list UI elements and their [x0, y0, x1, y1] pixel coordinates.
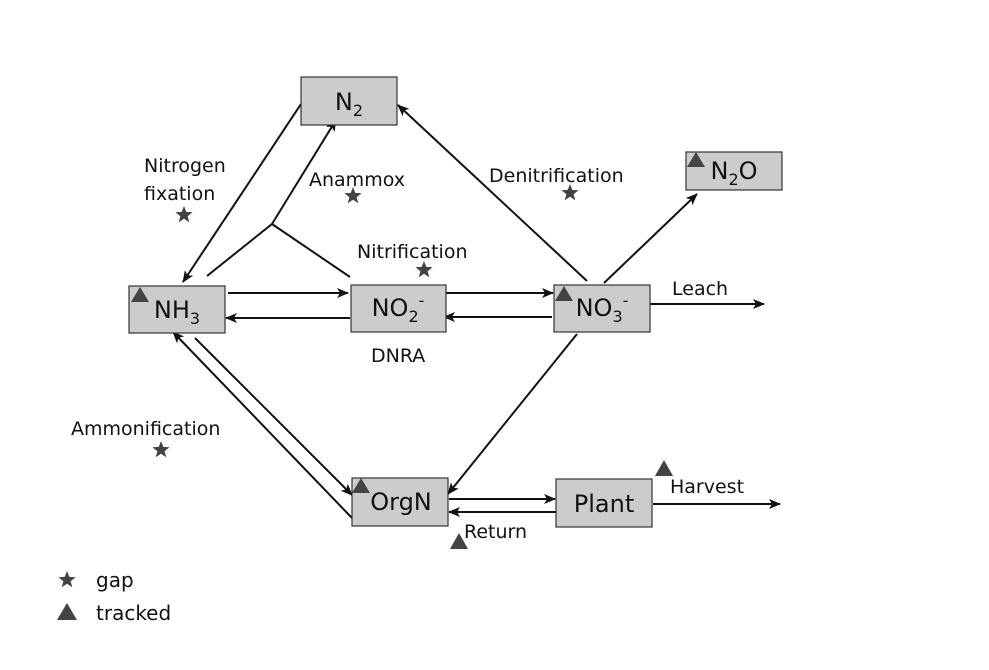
label-nitrogen-fixation-line2: fixation	[144, 183, 215, 205]
arrow-no3-to-n2o	[603, 193, 698, 284]
node-nh3: NH3	[128, 285, 226, 334]
label-anammox: Anammox	[309, 169, 405, 191]
svg-text:OrgN: OrgN	[370, 488, 432, 516]
node-no2: NO2-	[350, 284, 447, 333]
node-n2: N2	[300, 76, 398, 126]
node-no3: NO3-	[553, 284, 651, 333]
line-anammox-from-no2	[271, 223, 351, 278]
svg-text:N2: N2	[335, 88, 363, 120]
star-icon	[175, 206, 193, 223]
legend-tracked-label: tracked	[96, 601, 171, 625]
legend: gap tracked	[57, 568, 171, 625]
triangle-icon	[655, 460, 673, 476]
flow-lines	[172, 103, 781, 519]
triangle-icon	[687, 152, 705, 167]
node-orgn: OrgN	[351, 477, 449, 527]
star-icon	[58, 571, 76, 588]
tracked-markers	[131, 152, 705, 549]
triangle-icon	[131, 287, 149, 302]
triangle-icon	[57, 603, 77, 620]
node-plant: Plant	[555, 478, 653, 528]
label-nitrification: Nitrification	[357, 241, 467, 263]
arrow-n2-to-nh3	[182, 103, 302, 283]
label-return: Return	[464, 521, 527, 543]
svg-text:N2O: N2O	[710, 157, 757, 189]
svg-text:Plant: Plant	[574, 490, 634, 518]
star-icon	[415, 261, 433, 278]
arrow-no3-to-orgn	[447, 333, 578, 495]
triangle-icon	[450, 533, 468, 549]
arrow-orgn-to-nh3	[172, 331, 353, 519]
arrow-anammox-to-n2	[206, 119, 337, 277]
process-labels: Nitrogen fixation Anammox Denitrificatio…	[71, 155, 744, 543]
legend-gap-label: gap	[96, 568, 134, 592]
node-n2o: N2O	[685, 151, 783, 191]
arrow-nh3-to-orgn	[194, 337, 353, 496]
svg-text:NO3-: NO3-	[576, 291, 629, 326]
triangle-icon	[555, 286, 573, 301]
arrow-no3-to-n2	[397, 104, 588, 282]
label-harvest: Harvest	[670, 476, 744, 498]
label-ammonification: Ammonification	[71, 418, 220, 440]
label-denitrification: Denitrification	[489, 165, 624, 187]
triangle-icon	[352, 478, 370, 493]
svg-text:NH3: NH3	[154, 296, 200, 328]
label-nitrogen-fixation-line1: Nitrogen	[144, 155, 226, 177]
label-leach: Leach	[672, 278, 728, 300]
svg-text:NO2-: NO2-	[372, 291, 425, 326]
label-dnra: DNRA	[371, 345, 425, 367]
star-icon	[152, 441, 170, 458]
